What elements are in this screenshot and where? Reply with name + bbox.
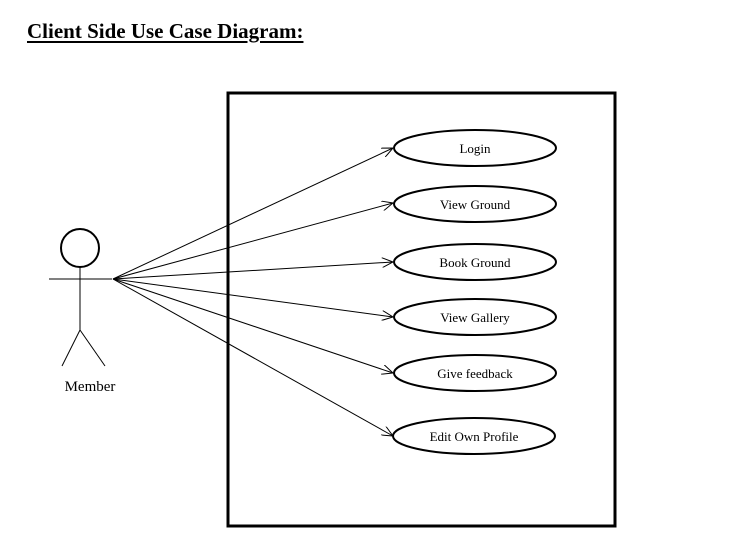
- use-case-ellipse: [393, 129, 557, 167]
- use-case-ellipse: [393, 354, 557, 392]
- association-view-ground: [112, 203, 393, 280]
- use-case-label: View Gallery: [440, 310, 510, 325]
- use-case-label: Book Ground: [439, 255, 511, 270]
- association-view-gallery: [112, 278, 393, 317]
- use-case-ellipse: [393, 298, 557, 336]
- association-login: [112, 148, 393, 280]
- actor-left-leg: [61, 329, 81, 367]
- association-give-feedback: [112, 278, 393, 373]
- use-case-give-feedback: Give feedback: [393, 354, 557, 392]
- associations: [112, 148, 393, 436]
- use-case-view-gallery: View Gallery: [393, 298, 557, 336]
- use-case-login: Login: [393, 129, 557, 167]
- system-boundary: [226, 91, 617, 528]
- use-case-ellipse: [392, 417, 556, 455]
- use-case-ellipse: [393, 185, 557, 223]
- use-case-view-ground: View Ground: [393, 185, 557, 223]
- use-case-book-ground: Book Ground: [393, 243, 557, 281]
- actor-head: [60, 228, 100, 268]
- page-title: Client Side Use Case Diagram:: [27, 19, 304, 43]
- association-book-ground: [112, 262, 393, 280]
- use-case-label: View Ground: [440, 197, 511, 212]
- actor-label: Member: [65, 379, 116, 395]
- use-case-label: Give feedback: [437, 366, 513, 381]
- use-case-label: Login: [459, 141, 491, 156]
- use-case-edit-own-profile: Edit Own Profile: [392, 417, 556, 455]
- association-edit-own-profile: [112, 278, 393, 436]
- use-case-ellipse: [393, 243, 557, 281]
- actor-member: Member: [49, 228, 116, 395]
- use-case-label: Edit Own Profile: [430, 429, 519, 444]
- actor-right-leg: [79, 329, 106, 367]
